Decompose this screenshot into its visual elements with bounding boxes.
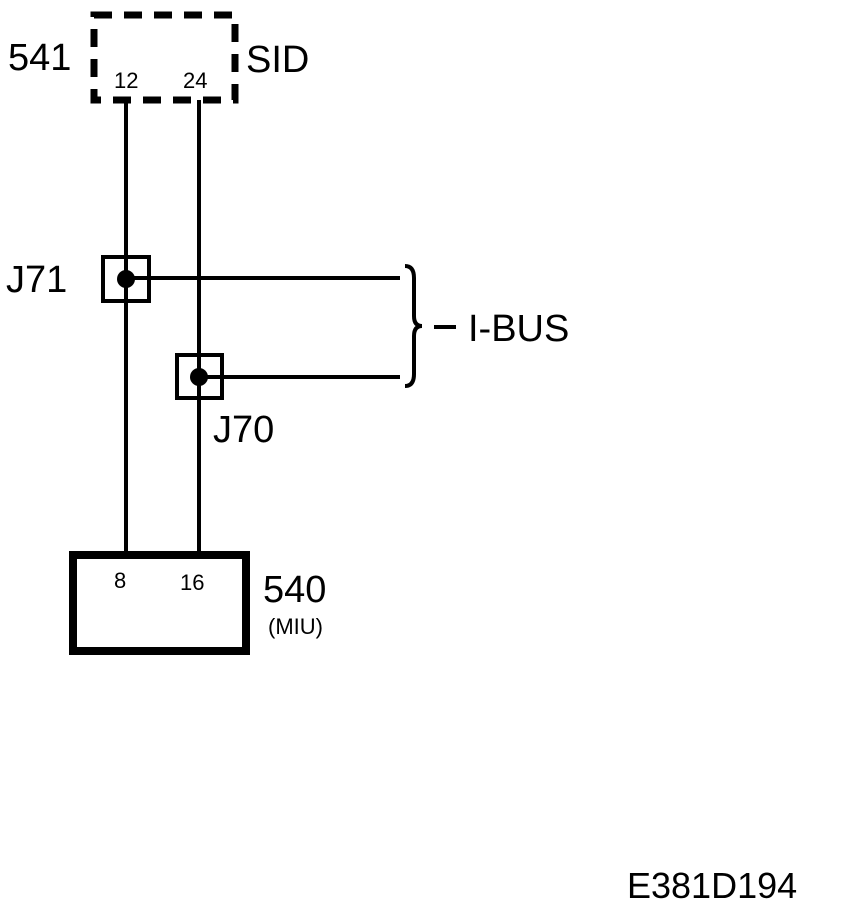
sid-pin-12: 12: [114, 68, 138, 93]
miu-pin-16: 16: [180, 570, 204, 595]
junction-j70-dot: [190, 368, 208, 386]
junction-j71-box: [101, 255, 151, 303]
junction-j70-label: J70: [213, 409, 274, 451]
miu-pin-8: 8: [114, 568, 126, 593]
bus-brace: [404, 264, 423, 388]
junction-j70-box: [175, 353, 224, 400]
figure-code: E381D194: [627, 865, 797, 906]
miu-module-box: [69, 551, 250, 655]
sid-module-box: [90, 11, 239, 104]
bus-label: I-BUS: [468, 308, 569, 350]
junction-j71-dot: [117, 270, 135, 288]
miu-module-name: (MIU): [268, 614, 323, 639]
sid-pin-24: 24: [183, 68, 207, 93]
sid-module-name: SID: [246, 39, 309, 81]
miu-module-id: 540: [263, 569, 326, 611]
sid-module-id: 541: [8, 37, 71, 79]
junction-j71-label: J71: [6, 259, 67, 301]
